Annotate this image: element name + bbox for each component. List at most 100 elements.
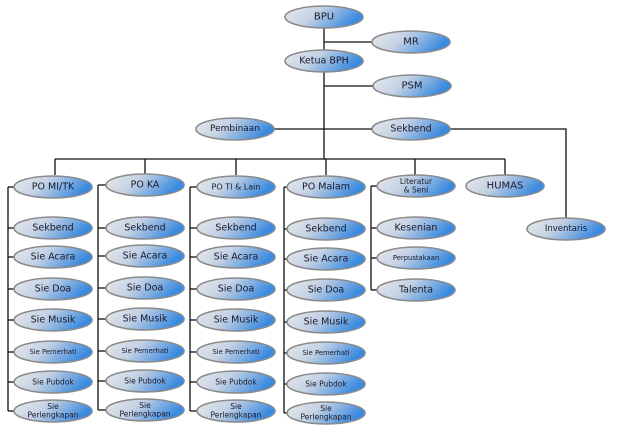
node-ketua-bph-label: Ketua BPH — [299, 56, 349, 67]
column-0-item[interactable]: Sie Musik — [13, 308, 93, 332]
column-3-item[interactable]: Sie Pubdok — [286, 372, 366, 396]
node-mr-shape — [371, 30, 451, 54]
node-sekbend-label: Sekbend — [390, 124, 431, 135]
column-3-item-shape — [286, 278, 366, 302]
column-3-item[interactable]: Sie Doa — [286, 278, 366, 302]
column-0-item-label: Sie Acara — [31, 252, 76, 263]
column-4-item-label: Kesenian — [395, 223, 438, 234]
column-3-item-shape — [286, 372, 366, 396]
column-4-item-shape — [376, 216, 456, 240]
column-2-item-label: Sie — [230, 402, 242, 411]
column-head-4[interactable]: Literatur& Seni — [376, 174, 456, 198]
column-3-item-label: Sie Pemerhati — [302, 349, 349, 357]
column-1-item[interactable]: Sie Acara — [105, 244, 185, 268]
column-2-item[interactable]: Sie Doa — [196, 277, 276, 301]
column-2-item-label: Sie Pubdok — [215, 378, 257, 387]
column-0-item-shape — [13, 245, 93, 269]
connector-line — [450, 128, 567, 218]
column-1-item[interactable]: Sie Musik — [105, 307, 185, 331]
column-2-item-label: Perlengkapan — [210, 411, 261, 420]
column-2-item-shape — [196, 340, 276, 364]
column-1-item-shape — [105, 369, 185, 393]
column-4-item[interactable]: Kesenian — [376, 216, 456, 240]
column-1-item[interactable]: Sie Pubdok — [105, 369, 185, 393]
column-1-item[interactable]: Sekbend — [105, 216, 185, 240]
column-2-item[interactable]: Sie Pemerhati — [196, 340, 276, 364]
column-0-item-shape — [13, 340, 93, 364]
column-0-item[interactable]: Sekbend — [13, 216, 93, 240]
node-sekbend[interactable]: Sekbend — [371, 117, 451, 141]
node-humas-label: HUMAS — [487, 181, 524, 192]
column-2-item[interactable]: Sie Pubdok — [196, 370, 276, 394]
node-ketua-bph[interactable]: Ketua BPH — [284, 49, 364, 73]
column-0-item[interactable]: Sie Pubdok — [13, 370, 93, 394]
column-0-item-label: Sekbend — [32, 223, 73, 234]
node-psm[interactable]: PSM — [372, 74, 452, 98]
column-0-item[interactable]: Sie Acara — [13, 245, 93, 269]
column-3-item-shape — [286, 341, 366, 365]
column-1-item-shape — [105, 276, 185, 300]
column-3-item-label: Sekbend — [305, 224, 346, 235]
column-1-item-shape — [105, 339, 185, 363]
column-1-item[interactable]: Sie Doa — [105, 276, 185, 300]
column-1-item-label: Sie Musik — [123, 314, 168, 325]
column-0-item-label: Sie Doa — [35, 284, 71, 295]
column-head-3[interactable]: PO Malam — [286, 175, 366, 199]
column-4-item[interactable]: Talenta — [376, 278, 456, 302]
column-4-item-shape — [376, 246, 456, 270]
node-inventaris[interactable]: Inventaris — [526, 217, 606, 241]
column-1-item-shape — [105, 244, 185, 268]
column-2-item-shape — [196, 216, 276, 240]
column-head-2-shape — [196, 175, 276, 199]
column-4-item-shape — [376, 278, 456, 302]
column-3-item[interactable]: Sie Acara — [286, 247, 366, 271]
node-humas[interactable]: HUMAS — [465, 174, 545, 198]
column-4-item-label: Perpustakaan — [393, 254, 439, 262]
column-head-1-label: PO KA — [131, 180, 160, 191]
column-0-item[interactable]: Sie Pemerhati — [13, 340, 93, 364]
column-2-item[interactable]: Sie Musik — [196, 308, 276, 332]
column-3-item-label: Perlengkapan — [300, 413, 351, 422]
column-3-item[interactable]: Sekbend — [286, 217, 366, 241]
node-pembinaan[interactable]: Pembinaan — [195, 117, 275, 141]
column-3-item[interactable]: Sie Pemerhati — [286, 341, 366, 365]
column-4-item-label: Talenta — [398, 285, 433, 296]
node-pembinaan-shape — [195, 117, 275, 141]
node-bpu[interactable]: BPU — [284, 5, 364, 29]
column-2-item-shape — [196, 399, 276, 423]
column-head-4-label: Literatur — [400, 177, 433, 186]
column-3-item-label: Sie Musik — [304, 317, 349, 328]
column-2-item-shape — [196, 308, 276, 332]
column-head-0-label: PO MI/TK — [32, 182, 75, 193]
column-2-item[interactable]: Sekbend — [196, 216, 276, 240]
column-1-item[interactable]: Sie Pemerhati — [105, 339, 185, 363]
column-head-3-shape — [286, 175, 366, 199]
node-mr[interactable]: MR — [371, 30, 451, 54]
column-head-0[interactable]: PO MI/TK — [13, 175, 93, 199]
column-2-item[interactable]: Sie Acara — [196, 245, 276, 269]
column-2-item-shape — [196, 277, 276, 301]
column-2-item-label: Sie Musik — [214, 315, 259, 326]
connector-lines — [7, 28, 567, 414]
column-0-item-shape — [13, 308, 93, 332]
column-0-item[interactable]: Sie Doa — [13, 277, 93, 301]
column-head-2[interactable]: PO TI & Lain — [196, 175, 276, 199]
column-3-item-shape — [286, 310, 366, 334]
column-1-item-shape — [105, 216, 185, 240]
column-0-item-shape — [13, 370, 93, 394]
column-1-item-shape — [105, 307, 185, 331]
column-head-0-shape — [13, 175, 93, 199]
column-3-item-shape — [286, 247, 366, 271]
column-head-2-label: PO TI & Lain — [212, 183, 261, 192]
column-3-item[interactable]: Sie Musik — [286, 310, 366, 334]
column-1-item-label: Sekbend — [124, 223, 165, 234]
column-2-item-label: Sie Doa — [218, 284, 254, 295]
column-4-item[interactable]: Perpustakaan — [376, 246, 456, 270]
column-0-item-shape — [13, 216, 93, 240]
column-0-item-label: Sie — [47, 402, 59, 411]
column-head-1[interactable]: PO KA — [105, 173, 185, 197]
